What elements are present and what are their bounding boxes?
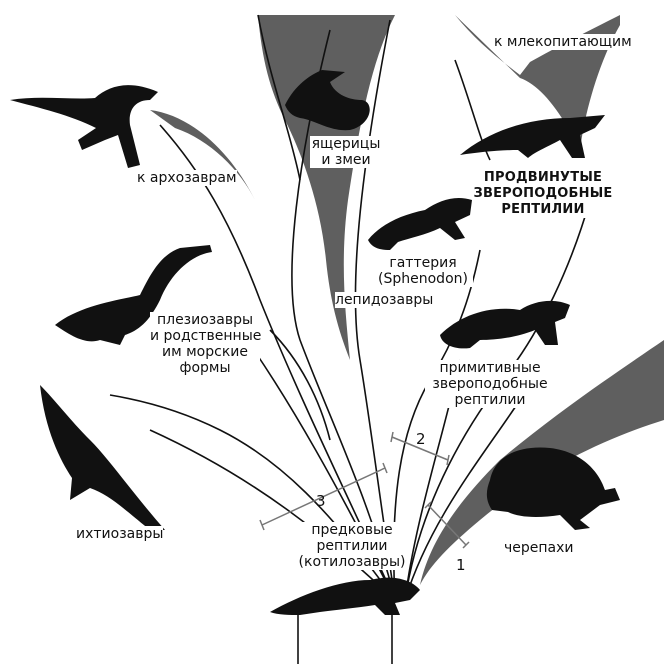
label-lepidosaurs: лепидозавры [335,292,434,308]
label-to-mammals: к млекопитающим [494,34,632,50]
archosaur-animal-icon [10,85,158,168]
marker-3: 3 [316,492,326,510]
label-to-archosaurs: к архозаврам [137,170,237,186]
divergence-markers [259,431,470,549]
label-line: ЗВЕРОПОДОБНЫЕ [473,186,613,201]
lizard-animal-icon [285,70,370,131]
marker-1: 1 [456,556,466,574]
label-lizards-snakes: ящерицы и змеи [310,136,382,168]
label-line: ПРОДВИНУТЫЕ [483,170,603,185]
marker-2: 2 [416,430,426,448]
label-line: ящерицы [311,136,381,152]
label-ancestral-reptiles: предковые рептилии (котилозавры) [296,522,408,570]
archosaur-clade-shade [150,110,255,200]
label-line: формы [179,360,231,376]
label-ichthyosaurs: ихтиозавры [76,526,164,542]
ichthyosaur-animal-icon [40,385,165,530]
tuatara-animal-icon [368,198,472,250]
label-advanced-therapsids: ПРОДВИНУТЫЕ ЗВЕРОПОДОБНЫЕ РЕПТИЛИИ [472,170,614,218]
label-line: рептилии [316,538,388,554]
turtle-animal-icon [486,447,620,530]
label-plesiosaurs: плезиозавры и родственные им морские фор… [150,312,262,376]
label-line: и родственные [150,328,262,344]
label-line: плезиозавры [156,312,254,328]
label-line: им морские [162,344,248,360]
cotylosaur-animal-icon [270,577,420,615]
label-tuatara: гаттерия (Sphenodon) [373,255,473,287]
label-line: (котилозавры) [298,554,406,570]
lepidosaur-clade-shade [258,15,395,360]
label-line: предковые [311,522,393,538]
label-line: и змеи [321,152,371,168]
label-line: гаттерия [389,255,457,271]
label-line: рептилии [454,392,526,408]
label-line: примитивные [439,360,541,376]
therapsid-advanced-animal-icon [460,115,605,158]
label-turtles: черепахи [504,540,574,556]
label-primitive-therapsids: примитивные звероподобные рептилии [425,360,555,408]
primitive-therapsid-animal-icon [440,300,570,349]
label-line: (Sphenodon) [378,271,468,287]
label-line: РЕПТИЛИИ [501,202,585,217]
plesiosaur-animal-icon [55,245,212,345]
label-line: звероподобные [432,376,548,392]
